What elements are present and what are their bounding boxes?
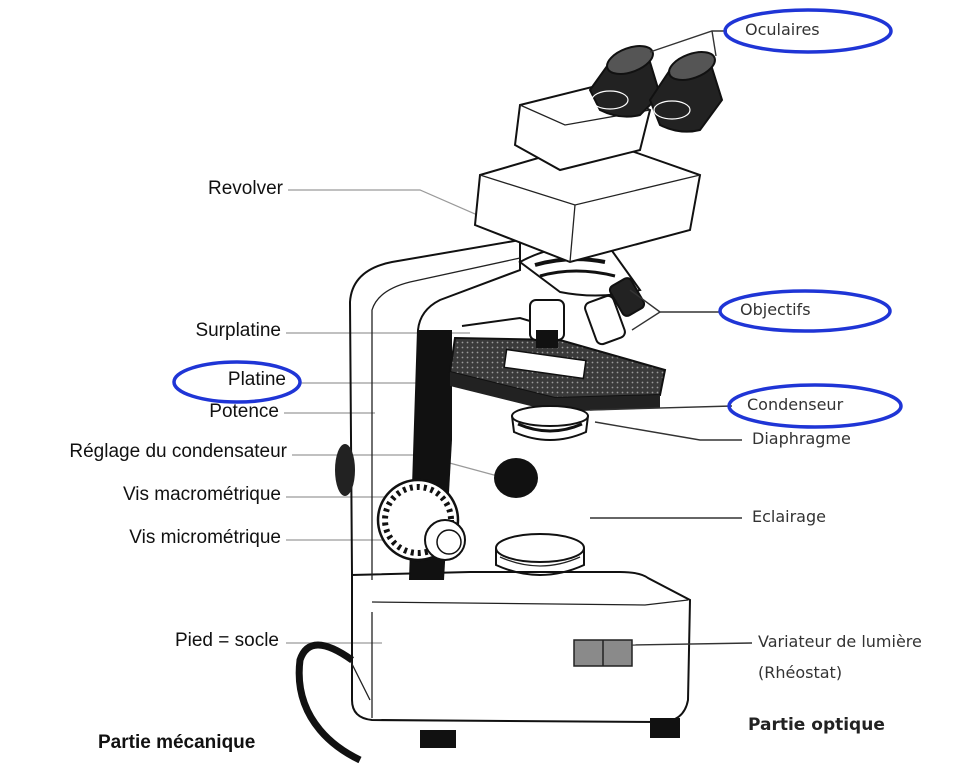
leader-oculaires-b [712, 31, 716, 56]
label-pied-socle: Pied = socle [175, 630, 279, 652]
label-platine: Platine [228, 369, 286, 391]
label-revolver: Revolver [208, 178, 283, 200]
label-diaphragme: Diaphragme [752, 429, 851, 448]
label-potence: Potence [209, 401, 279, 423]
leader-diaphragme [595, 422, 742, 440]
revolver-objectives [520, 246, 646, 348]
head-eyepieces [475, 41, 722, 262]
label-vis-micrometrique: Vis micrométrique [129, 527, 281, 549]
label-objectifs: Objectifs [740, 300, 811, 319]
footer-partie-mecanique: Partie mécanique [98, 732, 255, 754]
label-surplatine: Surplatine [195, 320, 281, 342]
label-vis-macrometrique: Vis macrométrique [123, 484, 281, 506]
leader-variateur [632, 643, 752, 645]
label-rheostat: (Rhéostat) [758, 663, 842, 682]
footer-partie-optique: Partie optique [748, 715, 885, 735]
label-eclairage: Eclairage [752, 507, 826, 526]
label-oculaires: Oculaires [745, 20, 820, 39]
condenser [512, 406, 588, 440]
label-condenseur: Condenseur [747, 395, 843, 414]
base-socle [350, 534, 690, 748]
label-reglage-condensateur: Réglage du condensateur [69, 441, 287, 463]
label-variateur: Variateur de lumière [758, 632, 922, 651]
leader-objectifs-b [632, 312, 660, 330]
left-leader-lines [284, 190, 530, 643]
leader-reglage [292, 455, 505, 478]
